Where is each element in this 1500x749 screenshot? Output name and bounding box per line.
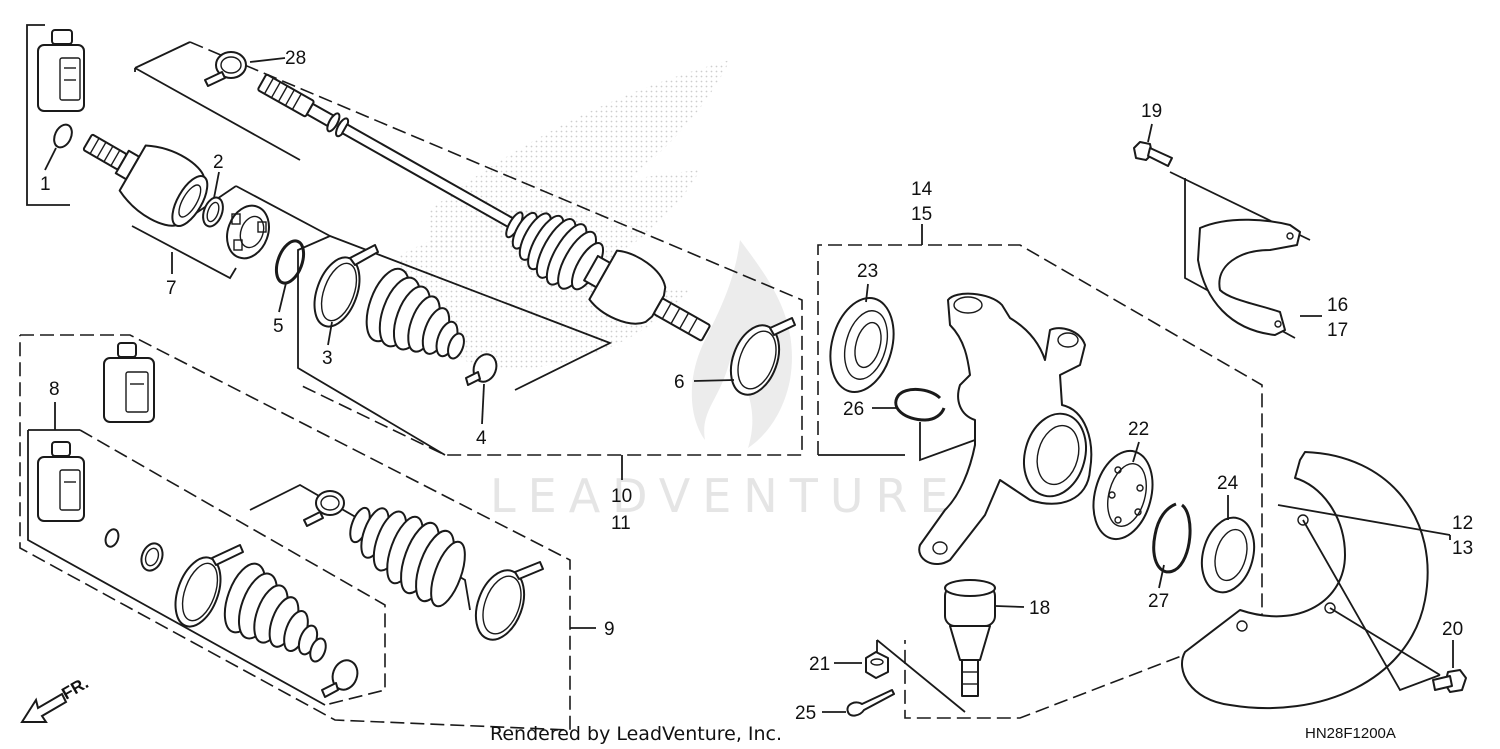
circlip-27 [1152, 502, 1192, 574]
boot-outboard-lower [349, 506, 466, 608]
front-direction-arrow: FR. [20, 673, 92, 723]
boot-band-3 [313, 244, 379, 328]
callout-12[interactable]: 12 [1452, 513, 1473, 534]
ball-joint-18 [944, 579, 996, 697]
grease-bottle-8 [103, 342, 155, 423]
callout-13[interactable]: 13 [1452, 538, 1473, 559]
figure-code: HN28F1200A [1305, 725, 1396, 742]
bearing-22 [1092, 449, 1154, 541]
callout-27[interactable]: 27 [1148, 591, 1169, 612]
callout-14[interactable]: 14 [911, 179, 933, 200]
callout-2[interactable]: 2 [213, 152, 224, 173]
callout-19[interactable]: 19 [1141, 101, 1162, 122]
circlip-2 [202, 196, 224, 228]
grease-bottle-lower [37, 441, 85, 522]
callout-5[interactable]: 5 [273, 316, 284, 337]
grease-bottle-1 [37, 29, 85, 112]
circlip-lower [140, 542, 164, 572]
boot-band-upper-large [474, 561, 544, 641]
callout-18[interactable]: 18 [1029, 598, 1050, 619]
boot-band-28 [204, 51, 247, 87]
drive-shaft-assembly [257, 73, 711, 342]
callout-28[interactable]: 28 [285, 48, 306, 69]
boot-band-upper-small [303, 490, 345, 527]
callout-23[interactable]: 23 [857, 261, 878, 282]
callout-4[interactable]: 4 [476, 428, 487, 449]
outer-joint-7 [82, 133, 209, 227]
boot-band-4 [465, 353, 498, 386]
seal-24 [1200, 516, 1256, 594]
cotter-pin-25 [846, 639, 966, 717]
callout-16[interactable]: 16 [1327, 295, 1348, 316]
boot-lower [223, 562, 327, 663]
callout-8[interactable]: 8 [49, 379, 60, 400]
kit-outline-14-15 [817, 224, 1263, 719]
o-ring-lower [104, 528, 120, 548]
boot-band-lower-small [321, 659, 359, 698]
callout-25[interactable]: 25 [795, 703, 816, 724]
boot-inboard [365, 267, 465, 360]
callout-3[interactable]: 3 [322, 348, 333, 369]
circlip-26 [894, 388, 976, 462]
boot-band-6 [729, 317, 796, 396]
callout-24[interactable]: 24 [1217, 473, 1239, 494]
callout-1[interactable]: 1 [40, 174, 51, 195]
bearing-23 [829, 296, 895, 394]
callout-10[interactable]: 10 [611, 486, 632, 507]
bolt-20 [1432, 669, 1467, 693]
nut-21 [865, 651, 889, 679]
callout-17[interactable]: 17 [1327, 320, 1348, 341]
callout-26[interactable]: 26 [843, 399, 864, 420]
retaining-ring-5 [274, 239, 306, 285]
callout-15[interactable]: 15 [911, 204, 932, 225]
kit-outline-10-11 [134, 41, 803, 480]
callout-20[interactable]: 20 [1442, 619, 1463, 640]
callout-6[interactable]: 6 [674, 372, 685, 393]
watermark-text: LEADVENTURE [490, 469, 961, 523]
callout-21[interactable]: 21 [809, 654, 830, 675]
callout-11[interactable]: 11 [611, 513, 631, 534]
callout-7[interactable]: 7 [166, 278, 177, 299]
callout-22[interactable]: 22 [1128, 419, 1149, 440]
cage-inner-race-7 [226, 204, 270, 260]
disk-shield-12-13 [1181, 451, 1451, 710]
o-ring-1 [53, 123, 73, 149]
boot-band-lower-large [174, 544, 244, 628]
box-outline-1 [26, 24, 70, 206]
leader-lines [213, 57, 1454, 713]
guard-bracket-16-17 [1197, 218, 1301, 336]
callouts: 28 1 2 7 5 3 4 6 10 11 8 9 14 15 23 26 2… [40, 48, 1473, 724]
steering-knuckle [918, 292, 1093, 565]
callout-9[interactable]: 9 [604, 619, 615, 640]
render-credit: Rendered by LeadVenture, Inc. [490, 723, 782, 745]
kit-outline-9 [19, 334, 596, 731]
